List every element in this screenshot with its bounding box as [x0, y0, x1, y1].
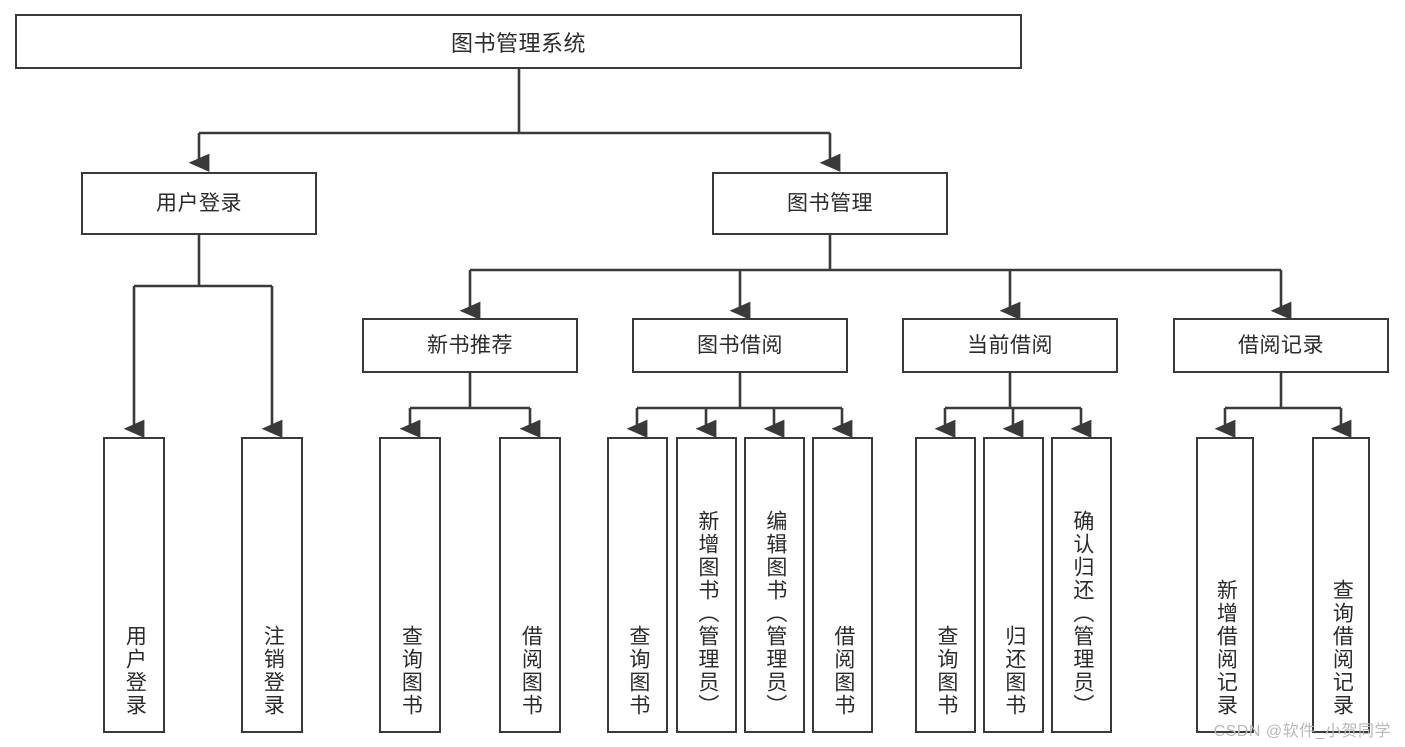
- node-root-label: 图书管理系统: [450, 30, 586, 56]
- leaf-label: 查询图书: [399, 625, 423, 717]
- leaf-label: 查询借阅记录: [1330, 579, 1354, 717]
- leaf-label: 新增图书（管理员）: [695, 510, 719, 717]
- leaf-recommend-query-book[interactable]: 查询图书: [379, 437, 441, 733]
- leaf-borrow-borrow-book[interactable]: 借阅图书: [812, 437, 873, 733]
- node-book-borrow-label: 图书借阅: [697, 333, 783, 357]
- leaf-recommend-borrow-book[interactable]: 借阅图书: [499, 437, 561, 733]
- node-borrow-record[interactable]: 借阅记录: [1173, 318, 1389, 373]
- leaf-borrow-edit-book[interactable]: 编辑图书（管理员）: [744, 437, 805, 733]
- leaf-label: 借阅图书: [519, 625, 543, 717]
- node-user-login[interactable]: 用户登录: [81, 172, 317, 235]
- leaf-borrow-query-book[interactable]: 查询图书: [607, 437, 668, 733]
- leaf-current-return-book[interactable]: 归还图书: [983, 437, 1044, 733]
- node-borrow-record-label: 借阅记录: [1238, 333, 1324, 357]
- leaf-label: 用户登录: [123, 625, 147, 717]
- leaf-record-add-record[interactable]: 新增借阅记录: [1196, 437, 1254, 733]
- node-current-borrow[interactable]: 当前借阅: [902, 318, 1118, 373]
- watermark: CSDN @软件_小贺同学: [1213, 723, 1391, 740]
- leaf-label: 归还图书: [1002, 625, 1026, 717]
- leaf-label: 查询图书: [626, 625, 650, 717]
- leaf-user-login-login[interactable]: 用户登录: [103, 437, 165, 733]
- node-book-management[interactable]: 图书管理: [712, 172, 948, 235]
- node-new-book-recommend[interactable]: 新书推荐: [362, 318, 578, 373]
- leaf-label: 注销登录: [261, 625, 285, 717]
- leaf-current-confirm-return[interactable]: 确认归还（管理员）: [1051, 437, 1112, 733]
- node-user-login-label: 用户登录: [156, 191, 242, 215]
- node-new-book-recommend-label: 新书推荐: [427, 333, 513, 357]
- leaf-label: 编辑图书（管理员）: [763, 510, 787, 717]
- leaf-label: 确认归还（管理员）: [1070, 510, 1094, 717]
- leaf-borrow-add-book[interactable]: 新增图书（管理员）: [676, 437, 737, 733]
- node-root[interactable]: 图书管理系统: [15, 14, 1022, 69]
- node-current-borrow-label: 当前借阅: [967, 333, 1053, 357]
- node-book-borrow[interactable]: 图书借阅: [632, 318, 848, 373]
- leaf-record-query-record[interactable]: 查询借阅记录: [1312, 437, 1370, 733]
- leaf-label: 新增借阅记录: [1214, 579, 1238, 717]
- leaf-current-query-book[interactable]: 查询图书: [915, 437, 976, 733]
- leaf-label: 借阅图书: [831, 625, 855, 717]
- leaf-label: 查询图书: [934, 625, 958, 717]
- leaf-user-login-logout[interactable]: 注销登录: [241, 437, 303, 733]
- node-book-management-label: 图书管理: [787, 191, 873, 215]
